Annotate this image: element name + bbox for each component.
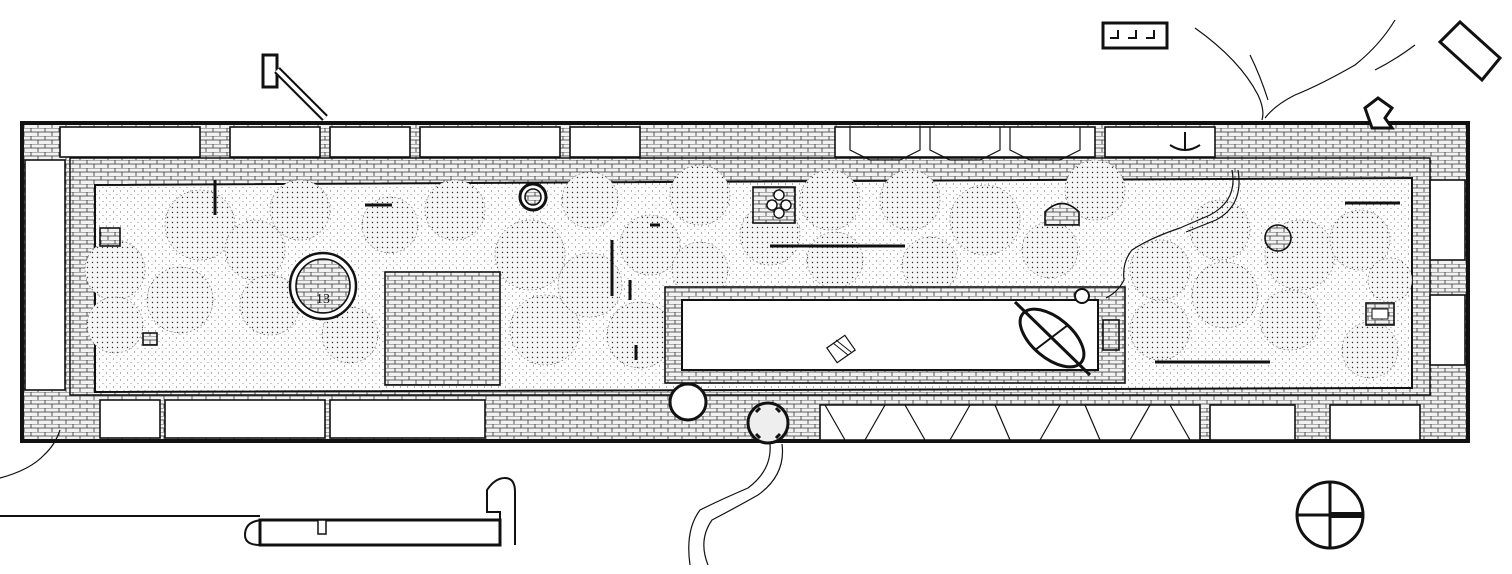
side-rooms xyxy=(24,159,1466,391)
north-rooms xyxy=(59,126,1216,161)
south-rooms xyxy=(99,399,1421,441)
gate-pier-northeast xyxy=(1363,96,1395,130)
outbuilding-north xyxy=(1101,21,1169,50)
compass-rose-icon xyxy=(1295,480,1365,550)
outbuilding-northeast xyxy=(1437,19,1503,83)
small-plinth-west xyxy=(99,227,158,346)
quatrefoil-plinth xyxy=(752,186,796,224)
outbuilding-northwest xyxy=(261,53,328,121)
pool-steps xyxy=(825,334,857,364)
well-number-label: 13 xyxy=(316,292,330,307)
paved-platform xyxy=(384,271,501,386)
small-well-north xyxy=(518,182,548,212)
pavilion-east xyxy=(1365,302,1395,326)
stream xyxy=(0,19,1416,566)
boat-feature xyxy=(1013,300,1092,377)
arched-niche xyxy=(1044,202,1080,226)
small-well-east xyxy=(1264,224,1292,252)
round-well: 13 xyxy=(288,251,358,321)
outbuilding-south xyxy=(0,476,516,547)
central-pool xyxy=(664,286,1126,384)
south-gate-towers xyxy=(668,382,790,445)
courtyard-markers xyxy=(213,180,1400,364)
